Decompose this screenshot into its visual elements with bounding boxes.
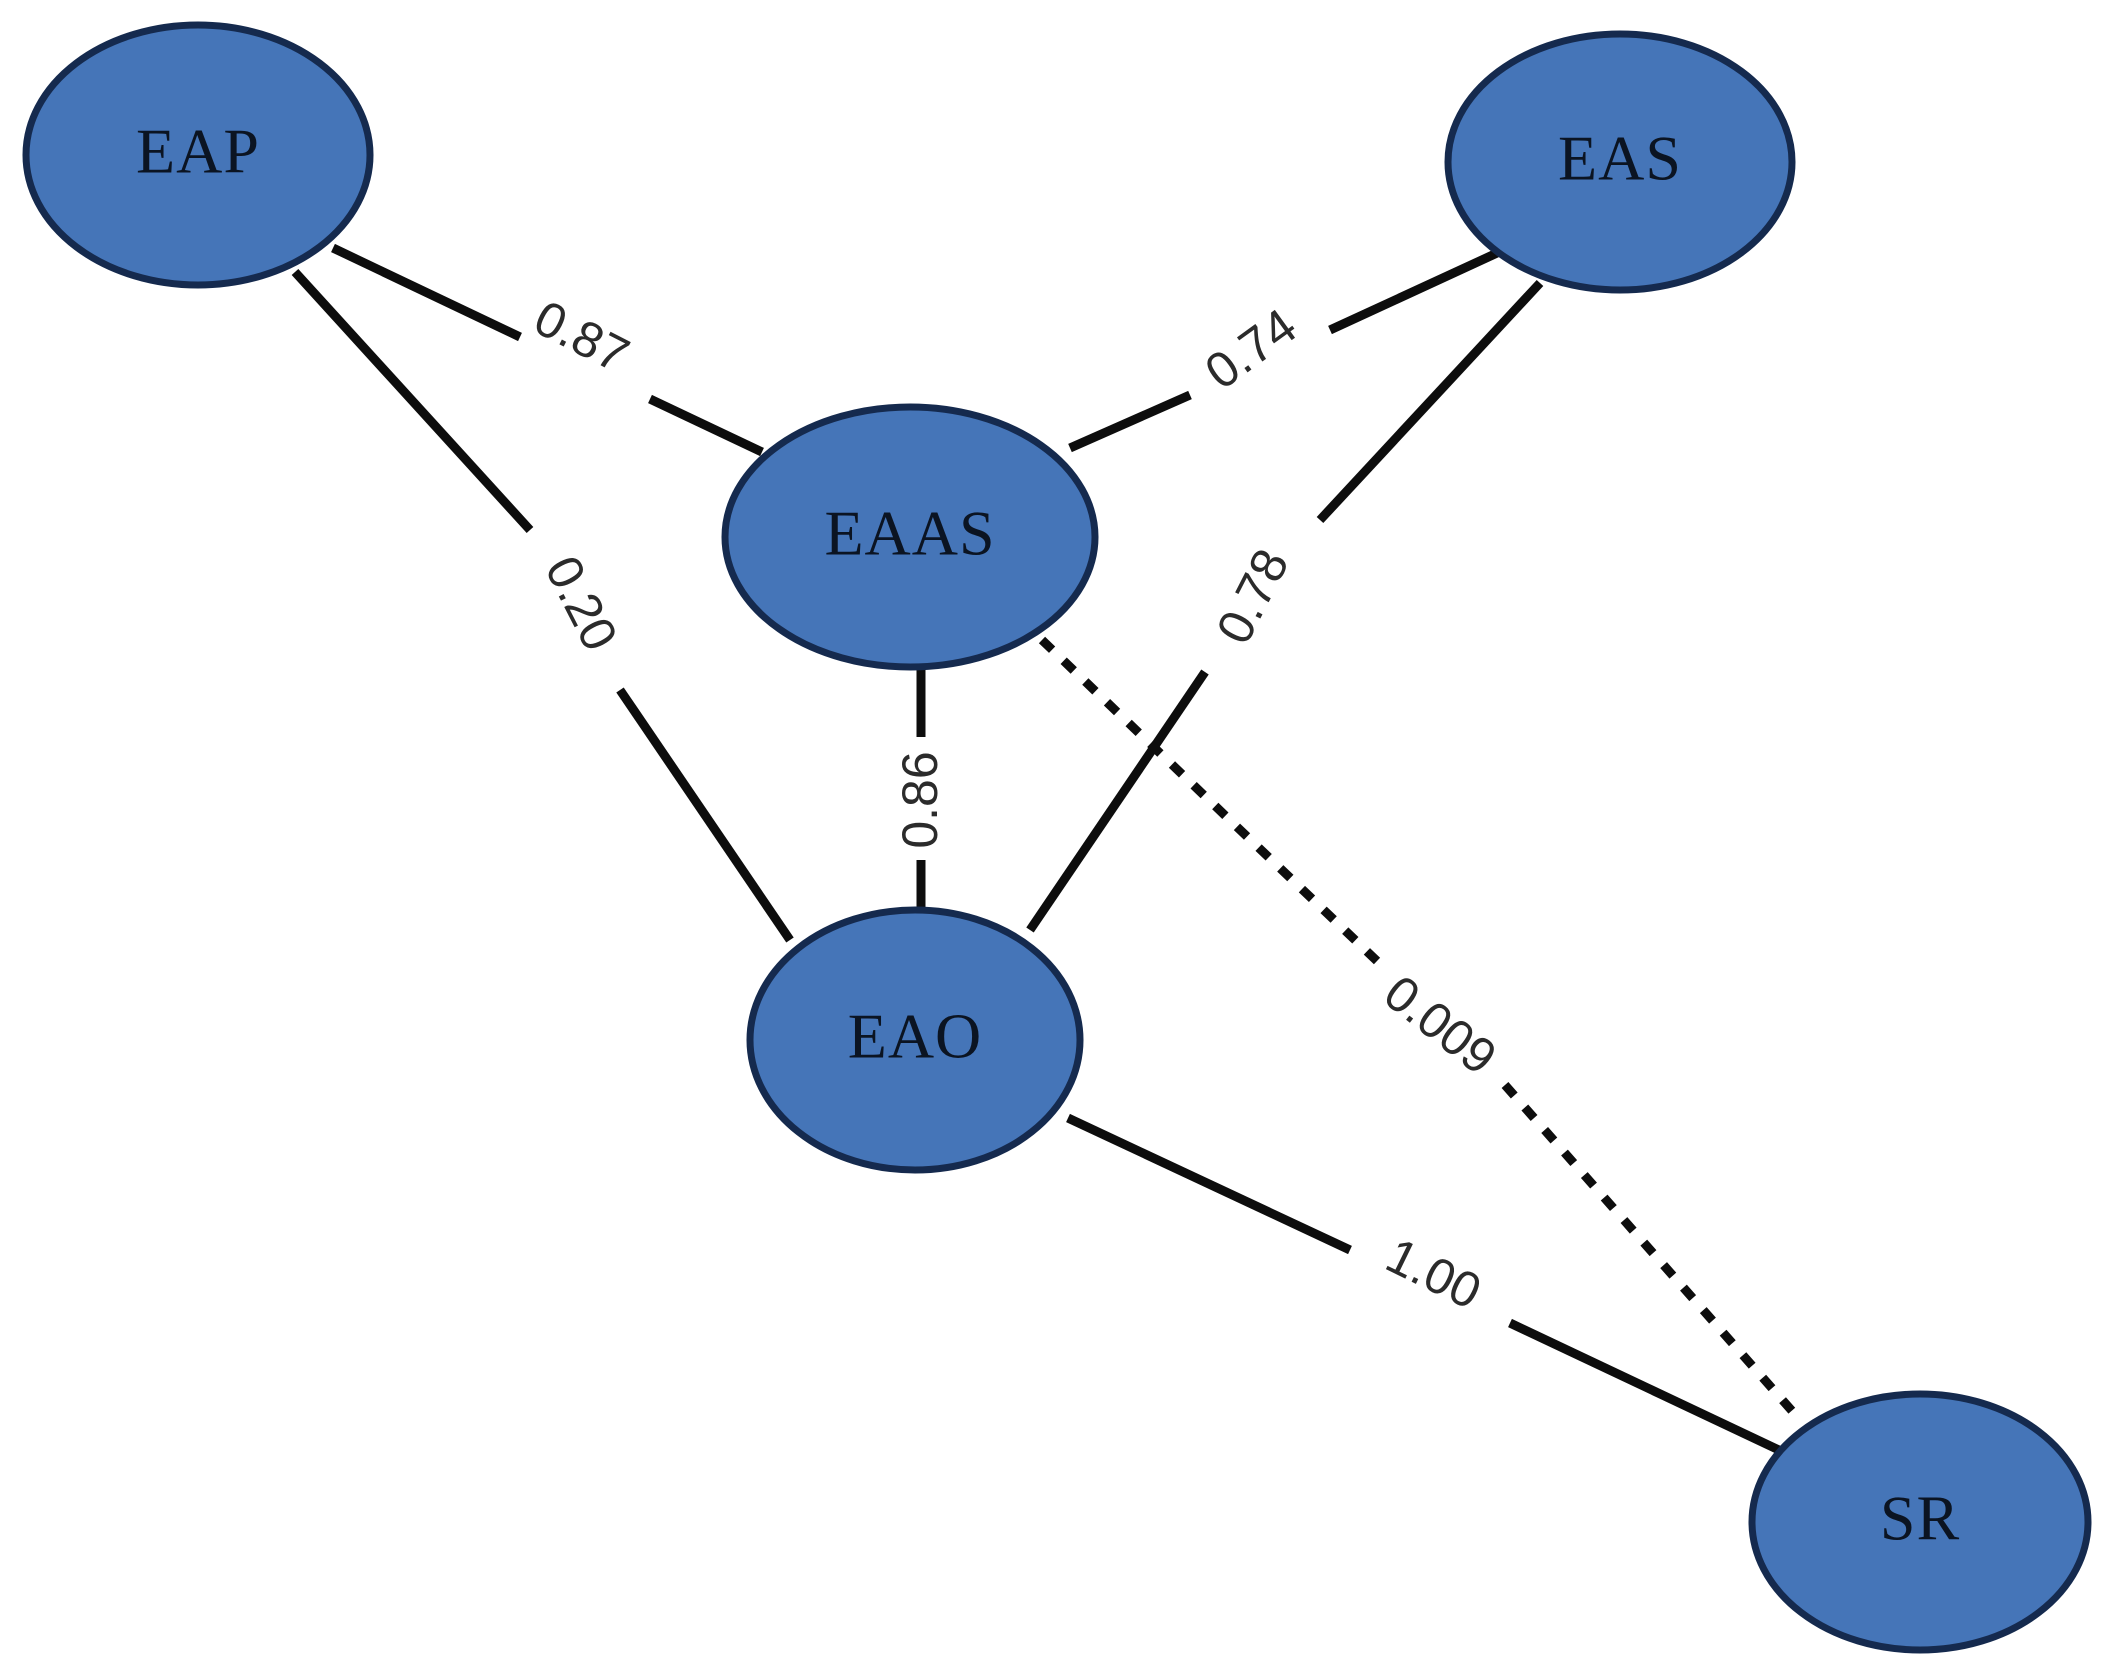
node-sr[interactable]: SR	[1748, 1390, 2092, 1654]
node-ellipse-eaas	[721, 403, 1099, 671]
edges-layer: 0.87 0.20 0.74 0.78	[291, 243, 1804, 1465]
edge-eap-eao[interactable]: 0.20	[291, 268, 794, 943]
node-label-sr: SR	[1880, 1483, 1960, 1554]
node-label-eas: EAS	[1558, 123, 1682, 194]
edge-eas-eaas[interactable]: 0.74	[1068, 248, 1499, 453]
edge-line-eas-eaas-b	[1068, 390, 1192, 453]
edge-line-eas-eao-a	[1316, 279, 1544, 524]
edge-label-eaas-sr: 0.009	[1374, 964, 1507, 1085]
edge-line-eap-eaas-a	[331, 243, 522, 342]
edge-label-eas-eaas: 0.74	[1195, 298, 1307, 401]
edge-line-eas-eaas-a	[1328, 248, 1499, 335]
edge-label-eap-eaas: 0.87	[526, 290, 638, 384]
node-label-eap: EAP	[136, 116, 260, 187]
edge-line-eaas-sr-b	[1501, 1082, 1804, 1423]
edge-line-eap-eao-a	[291, 268, 534, 534]
edge-label-eap-eao: 0.20	[534, 547, 628, 659]
edge-line-eas-eao-b	[1026, 669, 1209, 933]
node-eaas[interactable]: EAAS	[721, 403, 1099, 671]
edge-line-eap-eaas-b	[648, 394, 764, 457]
edge-label-eao-sr: 1.00	[1378, 1227, 1490, 1320]
edge-line-eao-sr-a	[1066, 1113, 1352, 1255]
edge-line-eao-sr-b	[1508, 1318, 1802, 1465]
edge-eao-sr[interactable]: 1.00	[1066, 1113, 1802, 1465]
edge-eap-eaas[interactable]: 0.87	[331, 243, 764, 457]
node-ellipse-sr	[1748, 1390, 2092, 1654]
edge-line-eaas-sr-a	[1038, 636, 1382, 966]
edge-label-eaas-eao: 0.86	[892, 751, 948, 848]
node-eao[interactable]: EAO	[746, 906, 1084, 1174]
node-label-eaas: EAAS	[824, 498, 995, 569]
edge-line-eap-eao-b	[616, 687, 794, 943]
edge-eaas-eao[interactable]: 0.86	[892, 666, 948, 912]
node-label-eao: EAO	[848, 1001, 983, 1072]
node-eap[interactable]: EAP	[22, 21, 374, 289]
node-ellipse-eao	[746, 906, 1084, 1174]
node-ellipse-eap	[22, 21, 374, 289]
edge-eas-eao[interactable]: 0.78	[1026, 279, 1544, 933]
node-ellipse-eas	[1444, 30, 1796, 294]
edge-label-eas-eao: 0.78	[1206, 540, 1300, 652]
nodes-layer: EAP EAS EAAS EAO SR	[22, 21, 2092, 1654]
node-eas[interactable]: EAS	[1444, 30, 1796, 294]
edge-eaas-sr[interactable]: 0.009	[1038, 636, 1804, 1423]
